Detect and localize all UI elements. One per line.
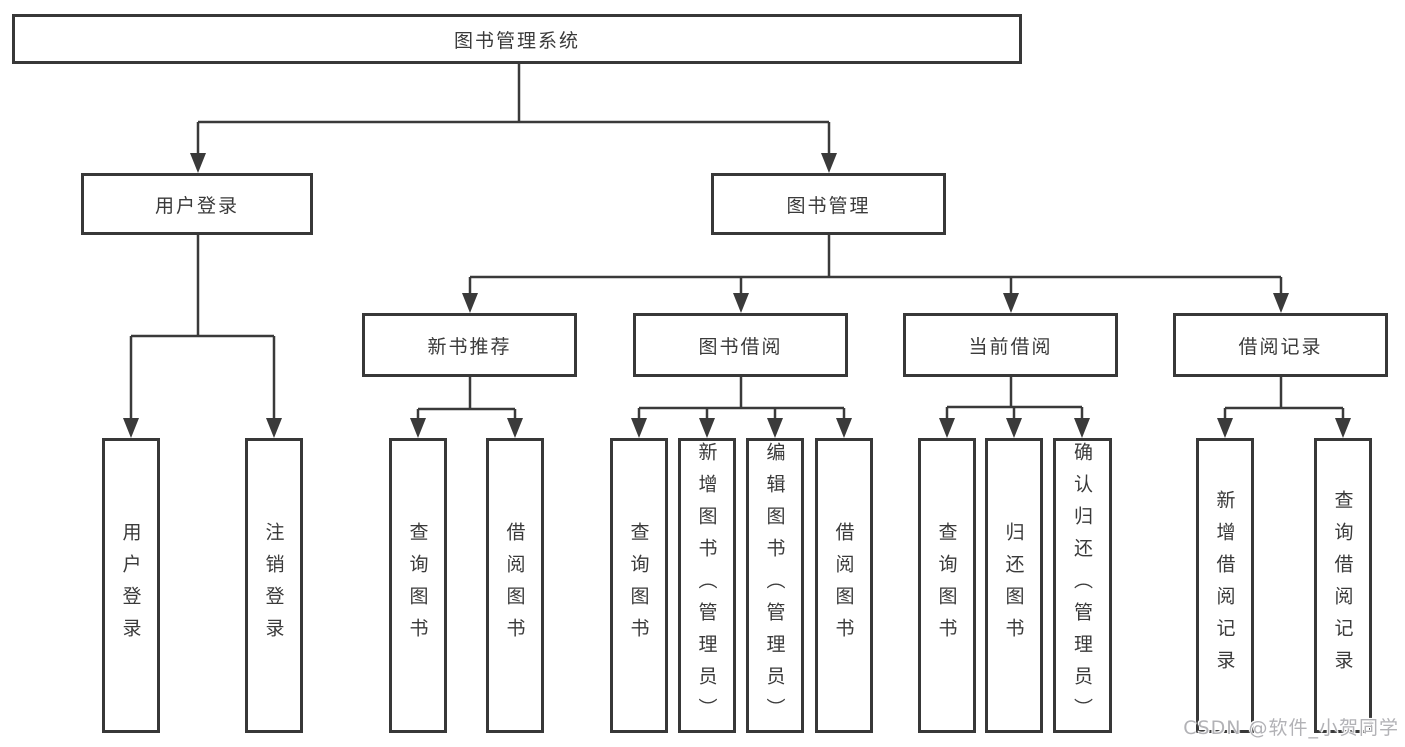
node-book-management: 图书管理 <box>711 173 946 235</box>
node-label: 查询借阅记录 <box>1331 489 1354 682</box>
leaf-borrow-books-recommend: 借阅图书 <box>486 438 544 733</box>
leaf-query-books-borrow: 查询图书 <box>610 438 668 733</box>
node-label: 借阅图书 <box>832 521 855 650</box>
node-label: 图书借阅 <box>698 335 783 358</box>
node-label: 新增借阅记录 <box>1213 489 1236 682</box>
node-label: 注销登录 <box>262 521 285 650</box>
node-label: 用户登录 <box>154 194 239 217</box>
node-new-book-recommend: 新书推荐 <box>362 313 577 377</box>
node-label: 编辑图书（管理员） <box>763 441 786 730</box>
leaf-add-books-admin: 新增图书（管理员） <box>678 438 736 733</box>
node-label: 图书管理系统 <box>453 29 580 52</box>
leaf-edit-books-admin: 编辑图书（管理员） <box>746 438 804 733</box>
node-label: 归还图书 <box>1002 521 1025 650</box>
leaf-query-borrow-record: 查询借阅记录 <box>1314 438 1372 733</box>
leaf-user-login: 用户登录 <box>102 438 160 733</box>
leaf-borrow-books: 借阅图书 <box>815 438 873 733</box>
node-label: 确认归还（管理员） <box>1071 441 1093 730</box>
leaf-add-borrow-record: 新增借阅记录 <box>1196 438 1254 733</box>
watermark: CSDN @软件_小贺同学 <box>1183 717 1399 739</box>
node-label: 当前借阅 <box>968 335 1053 358</box>
leaf-return-books: 归还图书 <box>985 438 1043 733</box>
leaf-query-books-recommend: 查询图书 <box>389 438 447 733</box>
node-label: 借阅记录 <box>1238 335 1323 358</box>
leaf-logout: 注销登录 <box>245 438 303 733</box>
node-label: 查询图书 <box>935 521 958 650</box>
node-book-borrow: 图书借阅 <box>633 313 848 377</box>
node-label: 新书推荐 <box>427 335 512 358</box>
node-label: 查询图书 <box>627 521 650 650</box>
node-user-login: 用户登录 <box>81 173 313 235</box>
arrowheads <box>123 153 1351 438</box>
leaf-query-books-current: 查询图书 <box>918 438 976 733</box>
node-label: 图书管理 <box>786 194 871 217</box>
node-label: 借阅图书 <box>503 521 526 650</box>
node-label: 用户登录 <box>119 521 142 650</box>
node-label: 查询图书 <box>406 521 429 650</box>
node-borrow-records: 借阅记录 <box>1173 313 1388 377</box>
node-root-system: 图书管理系统 <box>12 14 1022 64</box>
leaf-confirm-return-admin: 确认归还（管理员） <box>1053 438 1112 733</box>
node-current-borrow: 当前借阅 <box>903 313 1118 377</box>
node-label: 新增图书（管理员） <box>695 441 718 730</box>
